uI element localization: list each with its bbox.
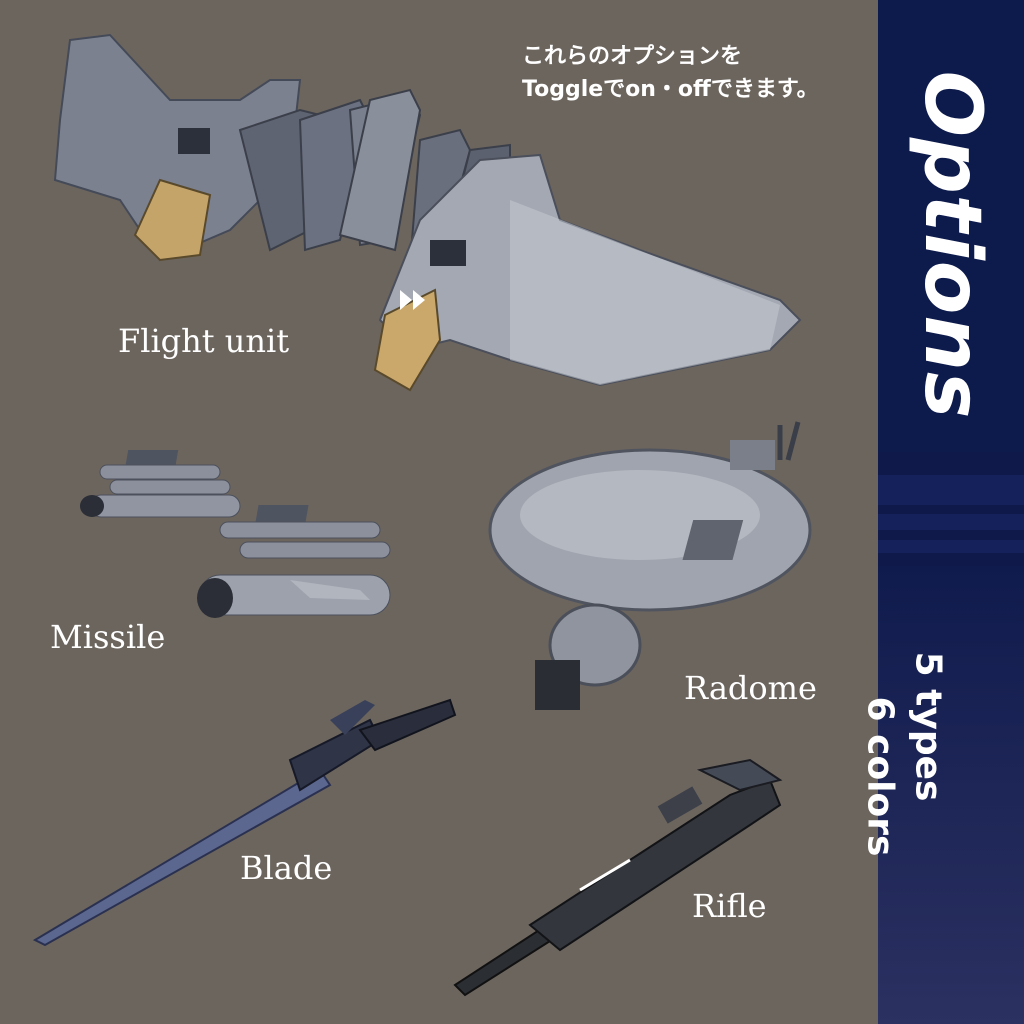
missile-image bbox=[80, 450, 391, 618]
toggle-note: これらのオプションを Toggleでon・offできます。 bbox=[522, 40, 819, 106]
colors-count: 6 colors bbox=[859, 696, 901, 857]
options-title: Options bbox=[907, 70, 997, 420]
options-side-panel: Options 5 types 6 colors bbox=[860, 0, 1024, 1024]
flight-unit-label: Flight unit bbox=[118, 322, 290, 360]
side-panel-top bbox=[878, 0, 1024, 452]
side-stripe-3 bbox=[878, 540, 1024, 553]
side-stripe-1 bbox=[878, 475, 1024, 505]
side-stripe-2 bbox=[878, 514, 1024, 530]
side-panel-bottom bbox=[878, 566, 1024, 1024]
toggle-note-line1: これらのオプションを bbox=[522, 44, 743, 69]
rifle-image bbox=[453, 758, 783, 997]
radome-image bbox=[488, 421, 812, 710]
radome-label: Radome bbox=[684, 669, 817, 707]
missile-label: Missile bbox=[50, 618, 166, 656]
showcase-area: Flight unit Missile Radome Blade Rifle こ… bbox=[32, 33, 819, 997]
blade-image bbox=[32, 698, 457, 947]
blade-label: Blade bbox=[240, 849, 333, 887]
toggle-note-line2: Toggleでon・offできます。 bbox=[522, 77, 819, 102]
flight-unit-image bbox=[53, 33, 802, 392]
types-count: 5 types bbox=[907, 651, 949, 802]
rifle-label: Rifle bbox=[692, 887, 767, 925]
